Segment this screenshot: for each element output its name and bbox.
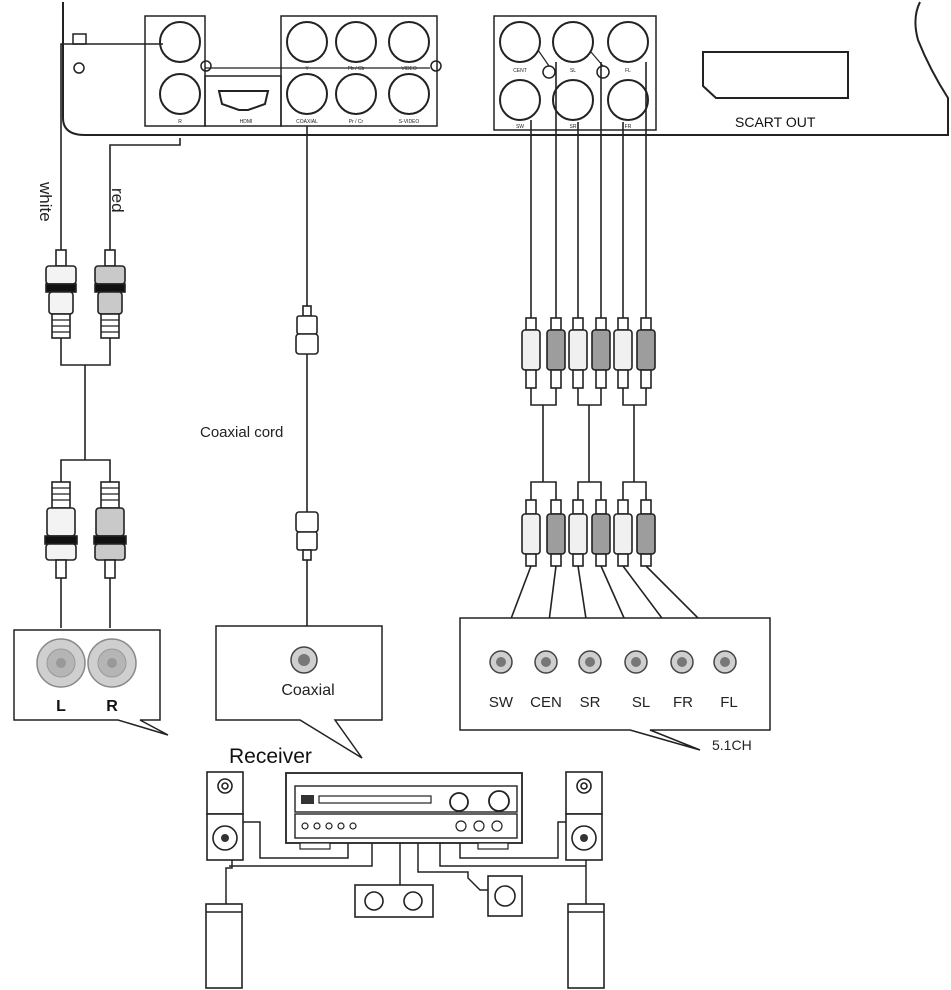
center-speaker (354, 884, 434, 918)
lower-plug-row (521, 499, 656, 567)
surround-cables (500, 62, 726, 646)
subwoofer (487, 875, 523, 917)
upper-plug-row (521, 317, 656, 389)
coaxial-jack-label: COAXIAL (296, 119, 318, 125)
coaxial-input-label: Coaxial (281, 682, 334, 699)
sl-label: SL (570, 68, 576, 74)
right-label: R (106, 698, 118, 715)
surround-label-sl: SL (632, 694, 650, 711)
white-rca-plug-lower (44, 481, 78, 579)
left-front-speaker (206, 771, 244, 861)
cent-label: CENT (513, 68, 527, 74)
surround-label-sw: SW (489, 694, 514, 711)
coaxial-cable: Coaxial cord (200, 126, 319, 660)
s-video-label: S-VIDEO (399, 119, 420, 125)
red-rca-plug-upper (94, 249, 126, 339)
surround-caption: 5.1CH (712, 737, 752, 753)
receiver-unit (285, 772, 523, 850)
right-rear-speaker (567, 903, 605, 989)
red-rca-plug-lower (93, 481, 127, 579)
white-cable-label: white (36, 181, 55, 222)
stereo-cable: white red (36, 43, 181, 628)
surround-label-cen: CEN (530, 694, 562, 711)
y-jack-label: Y (305, 66, 309, 72)
coaxial-cord-label: Coaxial cord (200, 424, 283, 441)
scart-out-label: SCART OUT (735, 114, 816, 130)
player-back-panel: R HDMI Y Pb / Cb VIDEO COAXIAL Pr / Cr S… (62, 1, 949, 136)
left-rear-speaker (205, 903, 243, 989)
sw-label: SW (516, 124, 524, 130)
fr-label: FR (625, 124, 632, 130)
left-label: L (56, 698, 66, 715)
sr-label: SR (570, 124, 577, 130)
video-label: VIDEO (401, 66, 417, 72)
surround-label-sr: SR (580, 694, 601, 711)
r-jack-label: R (178, 119, 182, 125)
receiver-title: Receiver (229, 745, 312, 768)
pr-cr-label: Pr / Cr (349, 119, 364, 125)
stereo-input-box: L R (13, 629, 169, 736)
scart-connector (702, 51, 849, 99)
pb-cb-label: Pb / Cb (348, 66, 365, 72)
white-rca-plug-upper (45, 249, 77, 339)
surround-input-box: SW CEN SR SL FR FL 5.1CH (459, 617, 771, 753)
hdmi-label: HDMI (240, 119, 253, 125)
surround-jacks (489, 650, 737, 674)
right-front-speaker (565, 771, 603, 861)
fl-label: FL (625, 68, 631, 74)
red-cable-label: red (108, 188, 127, 213)
surround-label-fr: FR (673, 694, 693, 711)
surround-label-fl: FL (720, 694, 738, 711)
coaxial-input-box: Coaxial (215, 625, 383, 759)
